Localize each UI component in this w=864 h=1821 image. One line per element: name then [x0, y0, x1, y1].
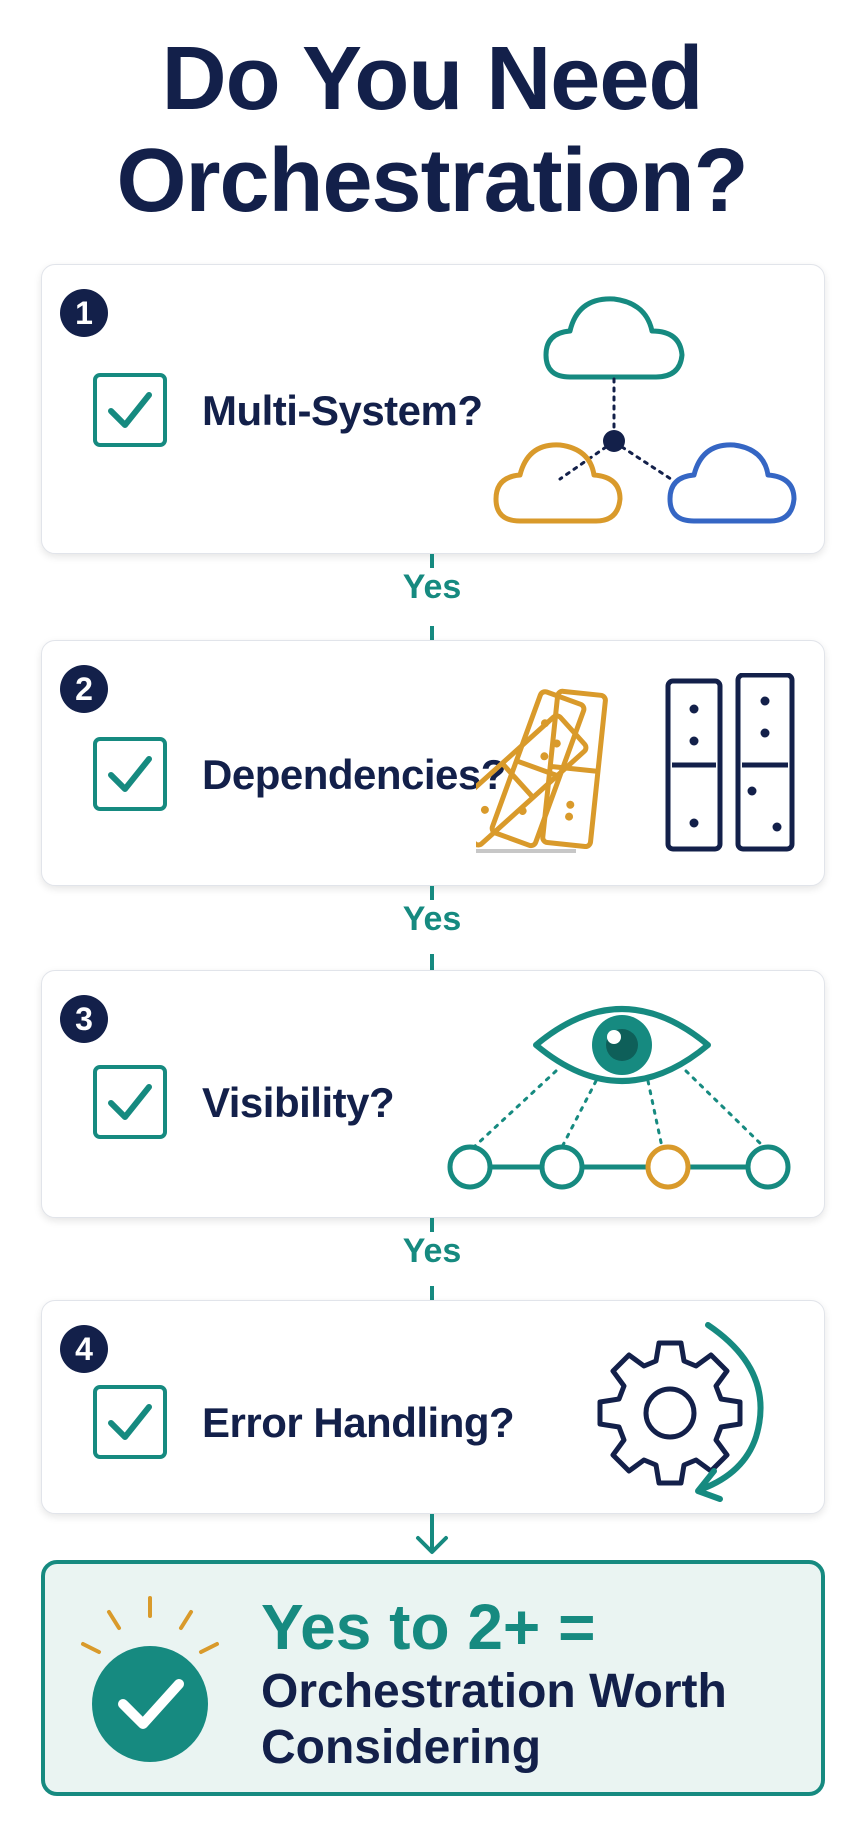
page-title: Do You Need Orchestration?	[0, 28, 864, 232]
checkmark-icon	[108, 756, 152, 792]
result-subtext: Orchestration Worth Considering	[261, 1664, 727, 1776]
step-card-1: 1 Multi-System?	[41, 264, 825, 554]
step-number-badge: 2	[60, 665, 108, 713]
gear-retry-icon	[597, 1322, 764, 1502]
step-number-badge: 3	[60, 995, 108, 1043]
checkmark-icon	[108, 1084, 152, 1120]
checkbox-checked[interactable]	[93, 737, 167, 811]
dominoes-icon	[476, 673, 795, 853]
result-line-2: Orchestration Worth	[261, 1665, 727, 1718]
checkmark-icon	[108, 1404, 152, 1440]
step-label: Multi-System?	[202, 387, 483, 434]
step-label: Error Handling?	[202, 1399, 515, 1446]
title-line-2: Orchestration?	[116, 131, 748, 231]
step-card-3: 3 Visibility?	[41, 970, 825, 1218]
check-circle-icon	[81, 1596, 219, 1762]
connector-arrow	[416, 1514, 448, 1554]
step-card-2: 2 Dependencies?	[41, 640, 825, 886]
step-card-4: 4 Error Handling?	[41, 1300, 825, 1514]
cloud-network-icon	[493, 296, 797, 524]
checkbox-checked[interactable]	[93, 1065, 167, 1139]
checkbox-checked[interactable]	[93, 373, 167, 447]
step-label: Visibility?	[202, 1079, 395, 1126]
connector-label: Yes	[402, 568, 462, 606]
step-number-badge: 4	[60, 1325, 108, 1373]
title-line-1: Do You Need	[161, 29, 704, 129]
result-headline: Yes to 2+ =	[261, 1591, 596, 1663]
step-number-badge: 1	[60, 289, 108, 337]
eye-network-icon	[447, 1006, 791, 1190]
checkmark-icon	[108, 392, 152, 428]
connector-label: Yes	[402, 1232, 462, 1270]
checkbox-checked[interactable]	[93, 1385, 167, 1459]
connector-label: Yes	[402, 900, 462, 938]
result-box: Yes to 2+ = Orchestration Worth Consider…	[41, 1560, 825, 1796]
result-line-3: Considering	[261, 1721, 542, 1774]
step-label: Dependencies?	[202, 751, 506, 798]
